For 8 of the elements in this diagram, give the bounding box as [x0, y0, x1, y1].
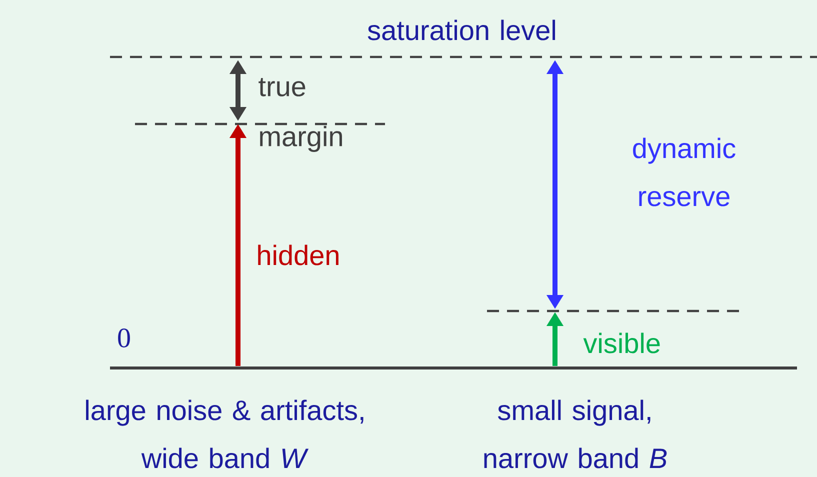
caption-text: small signal, narrow band B	[484, 400, 667, 468]
margin-label: true margin	[258, 78, 342, 152]
visible-label: visible	[583, 332, 660, 354]
level-label: saturation level	[368, 20, 556, 40]
caption-text: large noise & artifacts, wide band W	[86, 400, 364, 468]
reserve-label: dynamic reserve	[633, 138, 736, 206]
hidden-label: hidden	[258, 244, 338, 266]
zero-label: 0	[118, 328, 130, 348]
